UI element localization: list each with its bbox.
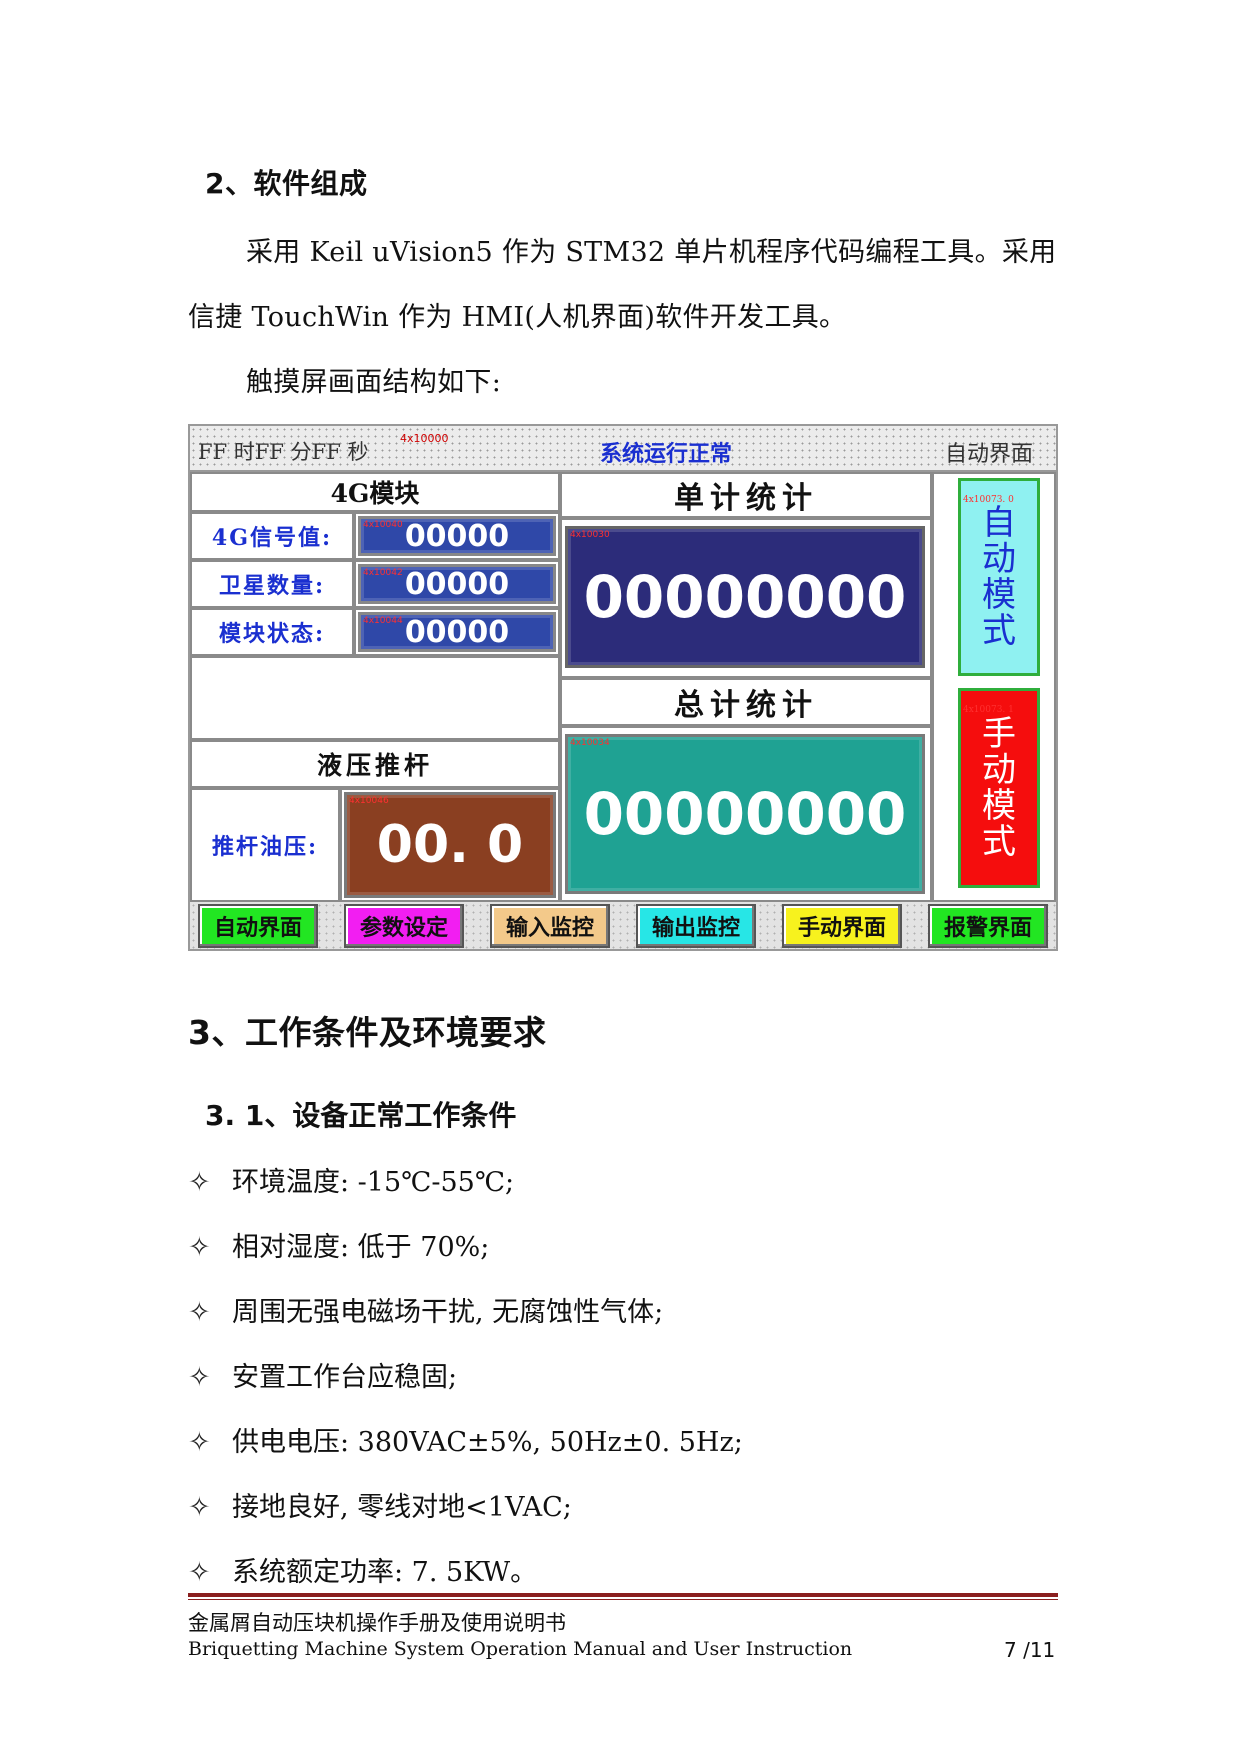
total-count-value: 00000000 <box>583 780 907 848</box>
auto-mode-char: 模 <box>982 575 1016 615</box>
manual-mode-char: 动 <box>982 750 1016 790</box>
software-paragraph-line-1: 采用 Keil uVision5 作为 STM32 单片机程序代码编程工具。采用 <box>246 237 1057 268</box>
auto-mode-char: 自 <box>982 503 1016 543</box>
module-status-display[interactable]: 4x10044 00000 <box>358 612 556 652</box>
list-item: ✧安置工作台应稳固; <box>188 1362 458 1393</box>
nav-manual-page-button[interactable]: 手动界面 <box>782 904 902 948</box>
satellite-count-label: 卫星数量: <box>190 560 354 608</box>
bullet-icon: ✧ <box>188 1492 211 1523</box>
bullet-icon: ✧ <box>188 1297 211 1328</box>
oil-pressure-display[interactable]: 4x10046 00. 0 <box>344 792 556 898</box>
auto-mode-char: 式 <box>982 611 1016 651</box>
screen-structure-intro: 触摸屏画面结构如下: <box>246 367 502 398</box>
signal-value-address: 4x10040 <box>363 520 403 530</box>
manual-mode-char: 手 <box>982 714 1016 754</box>
signal-value-display[interactable]: 4x10040 00000 <box>358 516 556 556</box>
nav-auto-page-button[interactable]: 自动界面 <box>198 904 318 948</box>
module-status-label: 模块状态: <box>190 608 354 656</box>
manual-mode-char: 式 <box>982 822 1016 862</box>
satellite-count-display[interactable]: 4x10042 00000 <box>358 564 556 604</box>
list-item: ✧相对湿度: 低于 70%; <box>188 1232 490 1263</box>
satellite-count-cell: 4x10042 00000 <box>354 560 560 608</box>
list-item: ✧环境温度: -15℃-55℃; <box>188 1167 515 1198</box>
bullet-icon: ✧ <box>188 1232 211 1263</box>
auto-mode-button[interactable]: 4x10073. 0 自 动 模 式 <box>958 478 1040 676</box>
hmi-top-bar: FF 时FF 分FF 秒 4x10000 系统运行正常 自动界面 <box>190 426 1056 472</box>
satellite-count-address: 4x10042 <box>363 568 403 578</box>
single-count-address: 4x10030 <box>570 530 610 540</box>
clock-register-address: 4x10000 <box>400 432 449 445</box>
module-status-cell: 4x10044 00000 <box>354 608 560 656</box>
list-item: ✧系统额定功率: 7. 5KW。 <box>188 1557 538 1588</box>
nav-output-monitor-button[interactable]: 输出监控 <box>636 904 756 948</box>
footer-rule-thick <box>188 1593 1058 1597</box>
manual-mode-char: 模 <box>982 786 1016 826</box>
oil-pressure-cell: 4x10046 00. 0 <box>340 788 560 902</box>
total-count-address: 4x10034 <box>570 738 610 748</box>
single-count-title: 单计统计 <box>560 472 932 518</box>
manual-mode-address: 4x10073. 1 <box>963 705 1014 715</box>
footer-title-cn: 金属屑自动压块机操作手册及使用说明书 <box>188 1611 566 1635</box>
nav-parameter-button[interactable]: 参数设定 <box>344 904 464 948</box>
bullet-icon: ✧ <box>188 1362 211 1393</box>
hydraulic-panel-title: 液压推杆 <box>190 740 560 788</box>
section-2-heading: 2、软件组成 <box>205 167 368 200</box>
module-status-address: 4x10044 <box>363 616 403 626</box>
clock-display: FF 时FF 分FF 秒 <box>198 440 369 464</box>
bullet-icon: ✧ <box>188 1557 211 1588</box>
bullet-icon: ✧ <box>188 1167 211 1198</box>
satellite-count-value: 00000 <box>404 566 510 602</box>
signal-value: 00000 <box>404 518 510 554</box>
empty-cell <box>190 656 560 740</box>
total-count-cell: 4x10034 00000000 <box>560 726 932 902</box>
footer-rule-thin <box>188 1599 1058 1600</box>
total-count-title: 总计统计 <box>560 678 932 726</box>
bullet-icon: ✧ <box>188 1427 211 1458</box>
manual-mode-button[interactable]: 4x10073. 1 手 动 模 式 <box>958 688 1040 888</box>
nav-input-monitor-button[interactable]: 输入监控 <box>490 904 610 948</box>
list-item: ✧供电电压: 380VAC±5%, 50Hz±0. 5Hz; <box>188 1427 743 1458</box>
module-status-value: 00000 <box>404 614 510 650</box>
oil-pressure-label: 推杆油压: <box>190 788 340 902</box>
list-item: ✧接地良好, 零线对地<1VAC; <box>188 1492 572 1523</box>
hmi-screen: FF 时FF 分FF 秒 4x10000 系统运行正常 自动界面 4G模块 4G… <box>188 424 1058 951</box>
total-count-display[interactable]: 4x10034 00000000 <box>565 734 925 894</box>
software-paragraph-line-2: 信捷 TouchWin 作为 HMI(人机界面)软件开发工具。 <box>188 302 847 333</box>
signal-value-cell: 4x10040 00000 <box>354 512 560 560</box>
system-status-text: 系统运行正常 <box>600 441 733 467</box>
auto-mode-char: 动 <box>982 539 1016 579</box>
single-count-value: 00000000 <box>583 563 907 631</box>
footer-title-en: Briquetting Machine System Operation Man… <box>188 1638 853 1660</box>
single-count-cell: 4x10030 00000000 <box>560 518 932 678</box>
list-item: ✧周围无强电磁场干扰, 无腐蚀性气体; <box>188 1297 664 1328</box>
page-number: 7 /11 <box>1004 1638 1056 1662</box>
section-3-heading: 3、工作条件及环境要求 <box>188 1013 547 1052</box>
current-page-label: 自动界面 <box>945 442 1034 467</box>
module-panel-title: 4G模块 <box>190 472 560 512</box>
auto-mode-address: 4x10073. 0 <box>963 495 1014 505</box>
section-3-1-heading: 3. 1、设备正常工作条件 <box>205 1099 517 1132</box>
signal-value-label: 4G信号值: <box>190 512 354 560</box>
single-count-display[interactable]: 4x10030 00000000 <box>565 526 925 668</box>
oil-pressure-value: 00. 0 <box>376 815 524 875</box>
oil-pressure-address: 4x10046 <box>349 796 389 806</box>
nav-alarm-page-button[interactable]: 报警界面 <box>928 904 1048 948</box>
